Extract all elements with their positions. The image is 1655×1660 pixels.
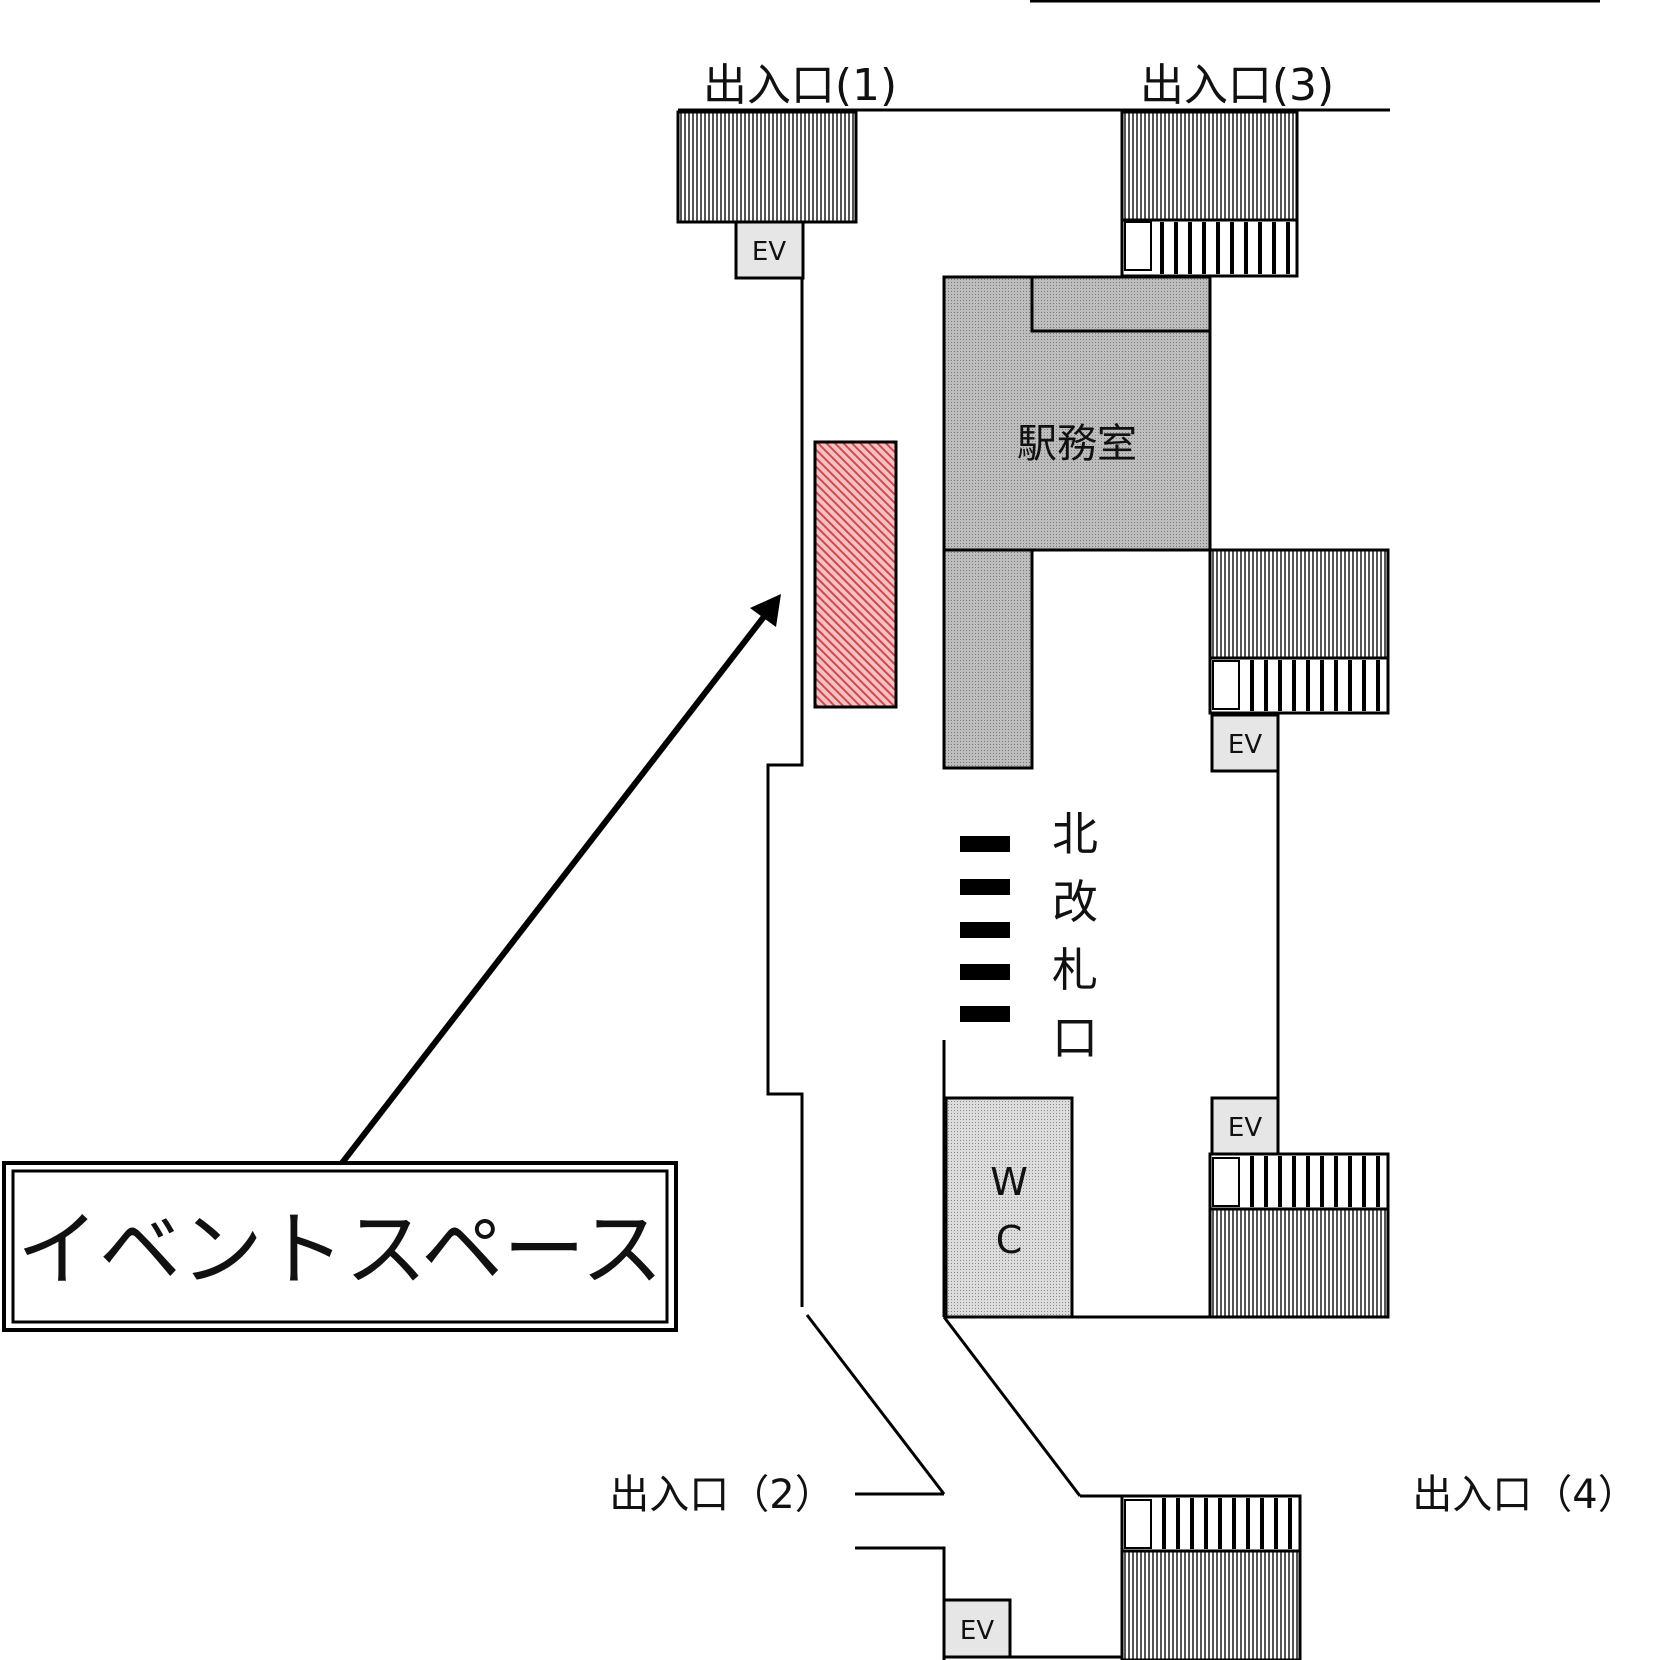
ticket-gate — [960, 922, 1010, 938]
entrance-2-wall-lower — [855, 1546, 946, 1660]
stairs-entrance-1 — [676, 110, 858, 224]
entrance-2-label: 出入口（2） — [609, 1472, 834, 1518]
escalator-steps-right-lower — [1250, 1156, 1380, 1207]
escalator-landing-right-lower — [1212, 1157, 1240, 1207]
escalator-landing-3 — [1124, 221, 1152, 271]
elevator-bottom — [942, 1598, 1012, 1659]
elevator-label: EV — [752, 237, 786, 267]
corridor-wall-left — [805, 1314, 946, 1495]
restroom-label-c: C — [996, 1218, 1023, 1262]
ticket-gate — [960, 879, 1010, 895]
callout-arrow-shaft — [339, 612, 769, 1165]
elevator-right-lower — [1210, 1096, 1280, 1156]
escalator-steps-3 — [1160, 222, 1290, 274]
ticket-gate — [960, 964, 1010, 980]
event-space-callout-label: イベントスペース — [17, 1203, 663, 1298]
north-gate-label-2: 改 — [1052, 875, 1098, 929]
restroom — [944, 1096, 1074, 1319]
restroom-label-w: W — [990, 1160, 1028, 1204]
corridor-wall-right — [942, 1316, 1082, 1497]
elevator-label: EV — [960, 1616, 994, 1646]
escalator-steps-right-upper — [1250, 660, 1380, 711]
stairs-entrance-3 — [1120, 110, 1299, 222]
elevator-label: EV — [1228, 730, 1262, 760]
escalator-landing-4 — [1124, 1499, 1152, 1549]
stairs-right-upper — [1208, 548, 1390, 660]
event-space-area — [813, 440, 898, 709]
escalator-landing-right-upper — [1212, 660, 1240, 710]
ticket-gate — [960, 1006, 1010, 1022]
callout-box-outer — [2, 1161, 678, 1332]
callout-arrow-head — [750, 594, 781, 627]
ticket-gates — [960, 836, 1010, 1022]
north-gate-label-4: 口 — [1052, 1011, 1098, 1065]
entrance-4-label: 出入口（4） — [1412, 1472, 1637, 1518]
north-gate-label-1: 北 — [1052, 807, 1098, 861]
callout-box-inner — [11, 1169, 669, 1324]
escalator-steps-4 — [1162, 1498, 1292, 1549]
entrance-3-label: 出入口(3) — [1140, 60, 1334, 111]
north-gate-label-3: 札 — [1052, 943, 1098, 997]
station-office-label: 駅務室 — [1017, 421, 1137, 467]
ticket-gate — [960, 836, 1010, 852]
concourse-left-wall — [766, 278, 804, 1307]
entrance-1-label: 出入口(1) — [703, 60, 897, 111]
stairs-right-lower — [1208, 1207, 1390, 1319]
station-office-annex — [1030, 275, 1212, 333]
elevator-right-upper — [1210, 713, 1280, 773]
station-office-wing — [942, 548, 1034, 770]
stairs-entrance-4 — [1120, 1549, 1302, 1660]
elevator-label: EV — [1228, 1113, 1262, 1143]
elevator-1 — [734, 220, 805, 280]
